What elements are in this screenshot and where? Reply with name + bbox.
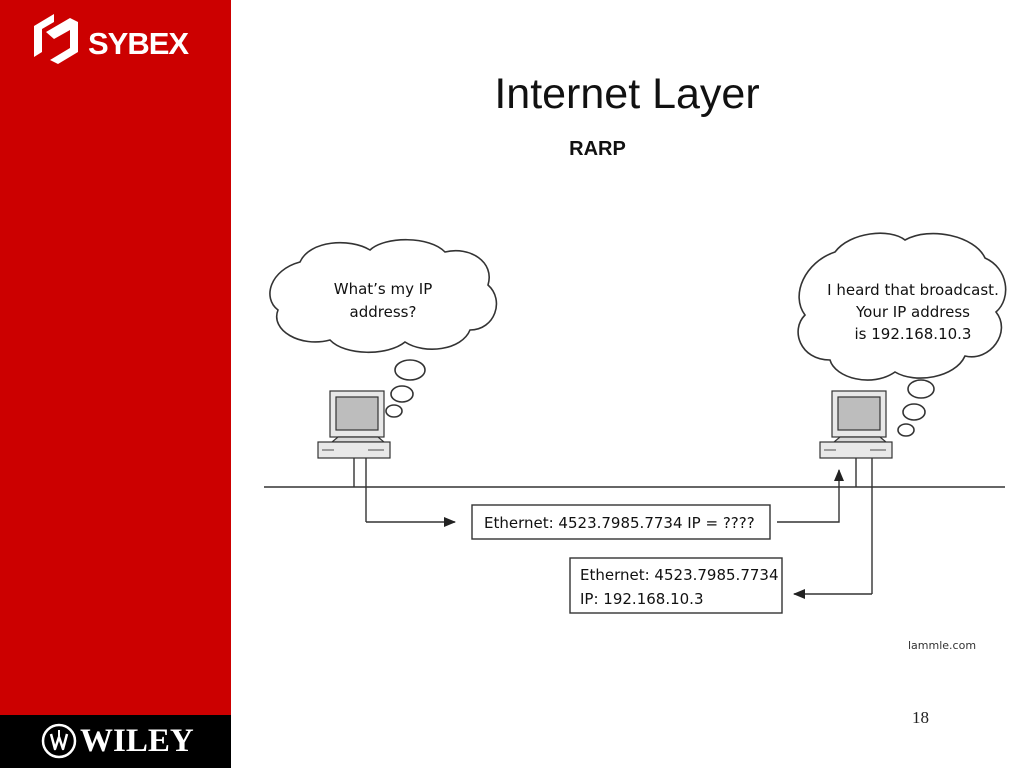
source-credit: lammle.com [908, 639, 976, 652]
slide-subtitle: RARP [569, 138, 626, 160]
left-bubble-line-1: What’s my IP [334, 280, 433, 298]
page-number: 18 [912, 708, 929, 727]
reply-packet-line-1: Ethernet: 4523.7985.7734 [580, 566, 779, 584]
right-computer-icon [819, 390, 893, 459]
right-bubble-line-1: I heard that broadcast. [827, 281, 999, 299]
slide-title: Internet Layer [494, 70, 760, 118]
right-thought-cloud [797, 232, 1007, 437]
left-computer-icon [317, 390, 391, 459]
wiley-wordmark: WILEY [80, 723, 194, 759]
reply-packet-line-2: IP: 192.168.10.3 [580, 590, 704, 608]
reply-packet-box [569, 557, 783, 614]
footer-bar [0, 715, 231, 768]
sybex-logo-icon [34, 14, 78, 64]
right-bubble-line-2: Your IP address [855, 303, 970, 321]
left-bubble-line-2: address? [350, 303, 417, 321]
right-bubble-line-3: is 192.168.10.3 [855, 325, 972, 343]
request-packet-box [471, 504, 771, 540]
request-to-right-arrow [777, 469, 844, 523]
sybex-wordmark: SYBEX [88, 26, 189, 61]
red-sidebar [0, 0, 231, 715]
request-packet-label: Ethernet: 4523.7985.7734 IP = ???? [484, 514, 755, 532]
wiley-seal-icon [41, 723, 77, 759]
left-thought-cloud [269, 238, 498, 418]
